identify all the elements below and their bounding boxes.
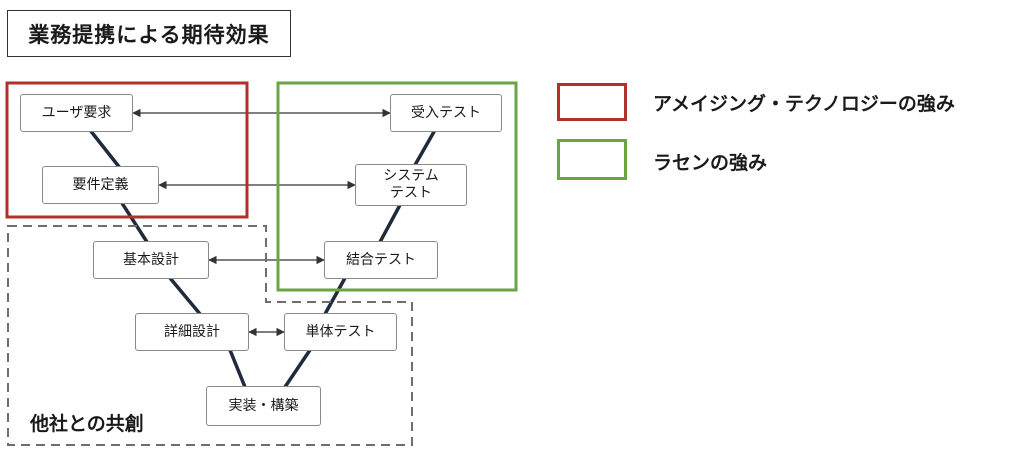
v-model-lines [88,128,437,389]
v-line-req-to-basic [118,198,149,244]
node-detail-design: 詳細設計 [135,313,249,351]
node-unit-test: 単体テスト [284,313,397,351]
v-line-user-to-req [88,128,122,170]
node-requirement-definition: 要件定義 [42,166,159,204]
region-rasen-border [276,81,518,292]
legend-amazing-label: アメイジング・テクノロジーの強み [653,93,955,115]
legend-rasen-label: ラセンの強み [653,152,768,174]
node-basic-design: 基本設計 [93,241,209,279]
v-line-system-to-accept [413,128,437,167]
node-acceptance-test: 受入テスト [390,94,502,132]
region-amazing-border [5,81,249,219]
legend-amazing-swatch [557,83,627,121]
legend-rasen-swatch [557,139,627,180]
v-line-unit-to-integ [323,276,347,316]
v-line-integ-to-system [378,203,402,244]
node-implementation: 実装・構築 [206,386,321,426]
v-line-basic-to-detail [168,276,202,316]
node-integration-test: 結合テスト [324,241,438,279]
region-shared-label: 他社との共創 [30,413,144,435]
v-line-detail-to-impl [228,348,247,389]
correspondence-arrows [132,108,391,337]
v-line-impl-to-unit [283,348,312,389]
diagram-title: 業務提携による期待効果 [7,10,291,57]
node-system-test: システム テスト [355,164,467,206]
region-shared-border [7,225,413,446]
node-user-requirement: ユーザ要求 [20,94,133,132]
